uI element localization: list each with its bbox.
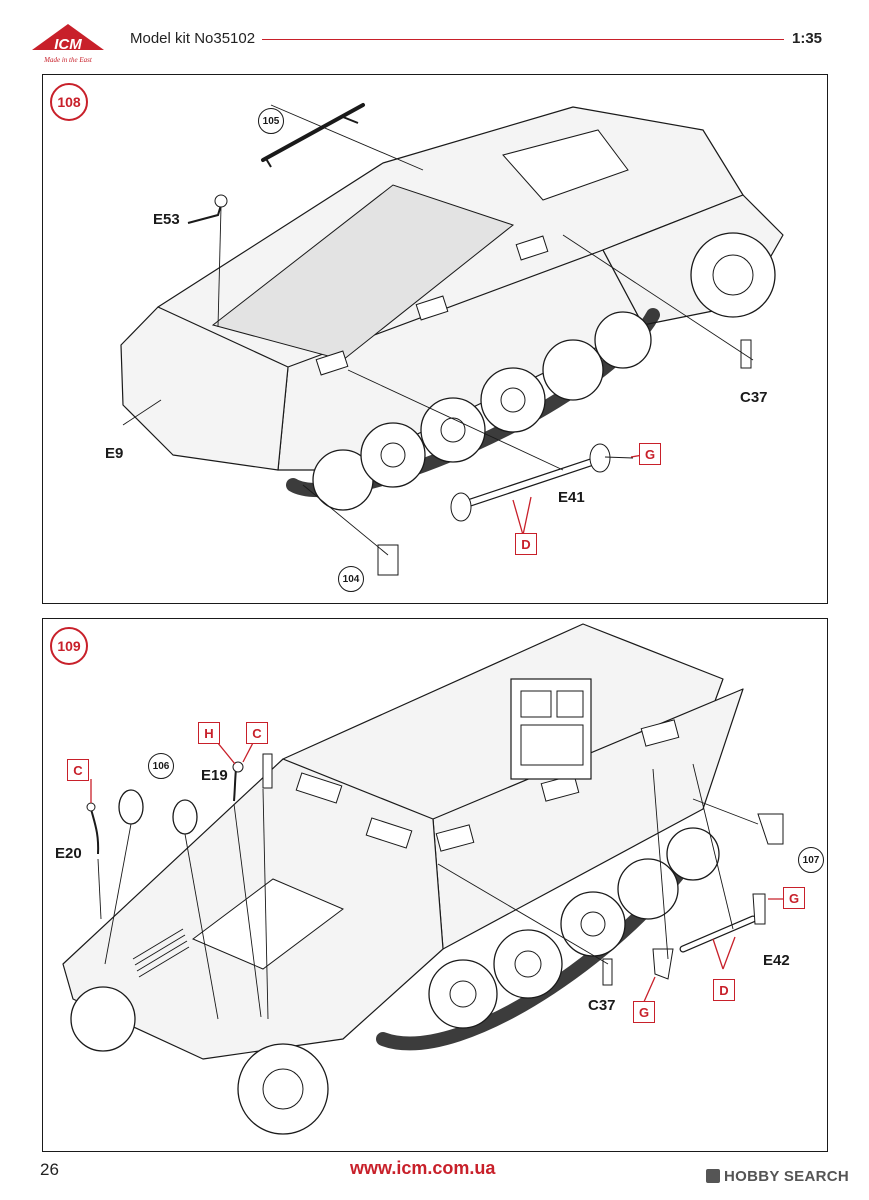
part-label: E53: [153, 211, 180, 228]
logo-text: ICM: [54, 36, 82, 53]
watermark: HOBBY SEARCH: [706, 1168, 849, 1185]
page-header: ICM Made in the East Model kit No35102 1…: [0, 0, 869, 72]
color-code-box: C: [67, 759, 89, 781]
page-number: 26: [40, 1160, 59, 1179]
color-code-box: H: [198, 722, 220, 744]
watermark-logo-icon: [706, 1169, 720, 1183]
website-link[interactable]: www.icm.com.ua: [350, 1158, 496, 1178]
color-code-box: G: [783, 887, 805, 909]
step-108-illustration: [120, 103, 784, 576]
part-label: C37: [588, 997, 616, 1014]
part-label: E19: [201, 767, 228, 784]
icm-logo: ICM Made in the East: [32, 24, 104, 64]
part-label: E20: [55, 845, 82, 862]
step-number-badge: 108: [50, 83, 88, 121]
step-109-illustration: [62, 623, 788, 1135]
step-108-panel: 108 105 104 E53 E9 C37 E41 G D: [42, 74, 828, 604]
color-code-box: D: [515, 533, 537, 555]
ref-part-badge: 107: [798, 847, 824, 873]
part-label: E42: [763, 952, 790, 969]
ref-part-badge: 105: [258, 108, 284, 134]
header-rule: [262, 39, 784, 40]
part-label: E9: [105, 445, 124, 462]
watermark-text: HOBBY SEARCH: [724, 1168, 850, 1185]
kit-title: Model kit No35102: [130, 30, 256, 47]
color-code-box: G: [633, 1001, 655, 1023]
scale-label: 1:35: [792, 30, 823, 47]
step-109-panel: 109 106 107 E19 E20 C37 E42 C H C G D G: [42, 618, 828, 1152]
part-label: C37: [740, 389, 768, 406]
part-label: E41: [558, 489, 585, 506]
color-code-box: D: [713, 979, 735, 1001]
color-code-box: C: [246, 722, 268, 744]
ref-part-badge: 106: [148, 753, 174, 779]
ref-part-badge: 104: [338, 566, 364, 592]
color-code-box: G: [639, 443, 661, 465]
logo-tagline: Made in the East: [43, 56, 93, 64]
step-number-badge: 109: [50, 627, 88, 665]
